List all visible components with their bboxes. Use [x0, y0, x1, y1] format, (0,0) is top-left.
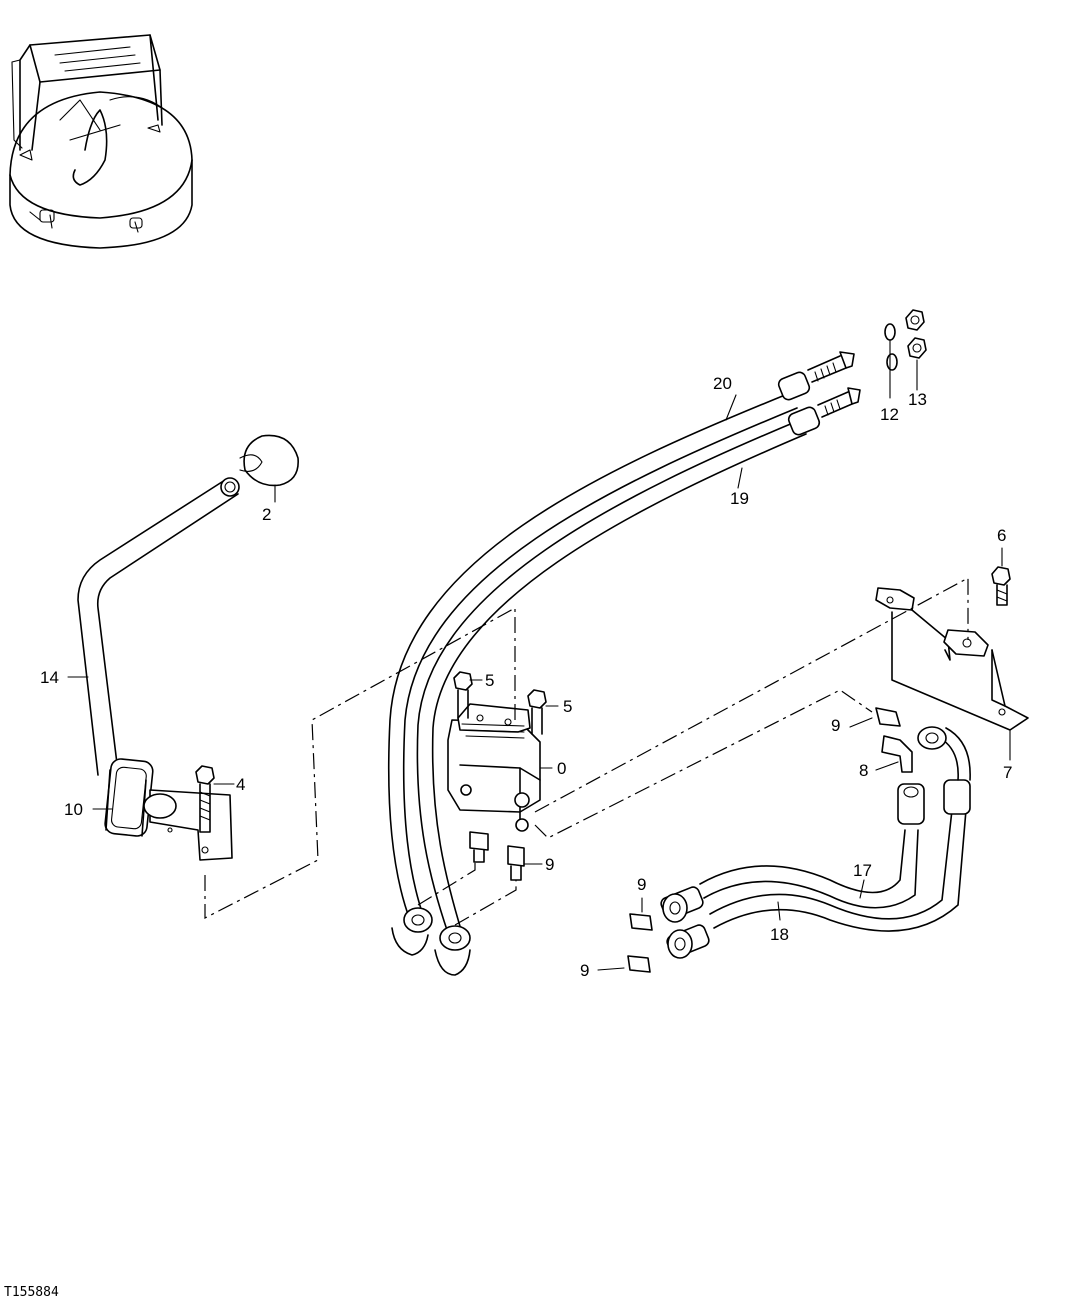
callout-labels: 20 19 12 13 2 14 10 4 5 5 0 9 6 7 9 8 17… [40, 374, 1012, 980]
callout-5a: 5 [485, 671, 494, 690]
callout-5b: 5 [563, 697, 572, 716]
callout-14: 14 [40, 668, 59, 687]
hose-assemblies-17-18 [627, 707, 971, 973]
callout-4: 4 [236, 775, 245, 794]
callout-10: 10 [64, 800, 83, 819]
phantom-lines [204, 576, 969, 926]
lever-bracket-assembly [104, 758, 233, 861]
callout-9-valve: 9 [545, 855, 554, 874]
pilot-valve-assembly [447, 671, 547, 881]
callout-18: 18 [770, 925, 789, 944]
callout-9-lower: 9 [637, 875, 646, 894]
hose-assemblies-19-20 [387, 351, 861, 976]
callout-7: 7 [1003, 763, 1012, 782]
mounting-bracket-assembly [875, 566, 1029, 731]
callout-2: 2 [262, 505, 271, 524]
callout-0: 0 [557, 759, 566, 778]
callout-9-bottom: 9 [580, 961, 589, 980]
callout-9-right: 9 [831, 716, 840, 735]
leader-lines [67, 394, 1011, 971]
figure-id: T155884 [4, 1285, 59, 1300]
washers-and-nuts [884, 309, 927, 399]
callout-20: 20 [713, 374, 732, 393]
callout-6: 6 [997, 526, 1006, 545]
machine-locator-thumbnail [9, 34, 193, 249]
callout-19: 19 [730, 489, 749, 508]
callout-17: 17 [853, 861, 872, 880]
lever-and-knob [77, 434, 299, 776]
callout-13: 13 [908, 390, 927, 409]
callout-12: 12 [880, 405, 899, 424]
callout-8: 8 [859, 761, 868, 780]
